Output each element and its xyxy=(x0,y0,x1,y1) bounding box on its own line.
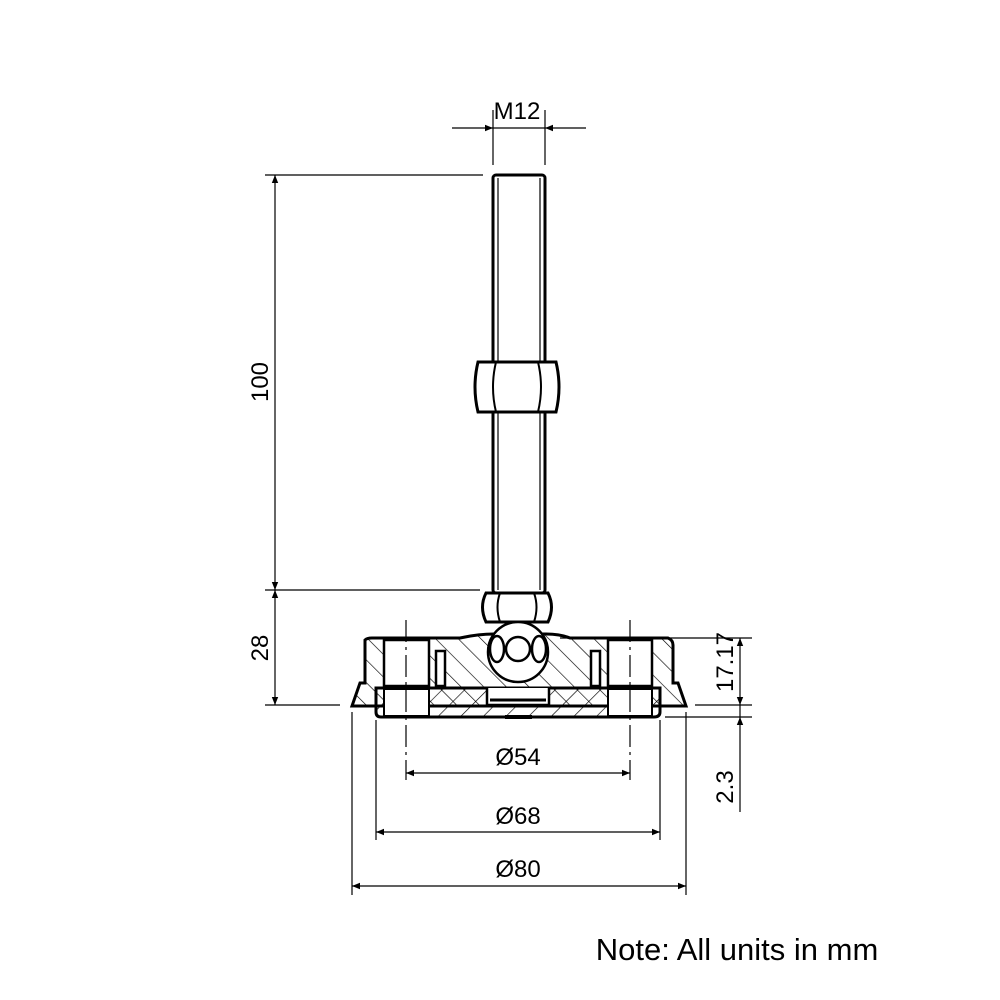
base-diameter-label: Ø80 xyxy=(495,856,540,883)
pad-thickness-label: 2.3 xyxy=(712,770,739,803)
body-height-label: 17.17 xyxy=(712,632,739,692)
dimension-lines xyxy=(265,110,752,895)
units-note: Note: All units in mm xyxy=(596,932,879,967)
lock-nut xyxy=(473,360,561,414)
thread-size-label: M12 xyxy=(494,98,541,125)
stud-length-label: 100 xyxy=(247,362,274,402)
base-height-label: 28 xyxy=(247,635,274,662)
hex-collar xyxy=(481,591,553,624)
hole-circle-diameter-label: Ø54 xyxy=(495,744,540,771)
hole-centerlines xyxy=(405,620,631,780)
base-section xyxy=(349,620,689,719)
plate-diameter-label: Ø68 xyxy=(495,803,540,830)
